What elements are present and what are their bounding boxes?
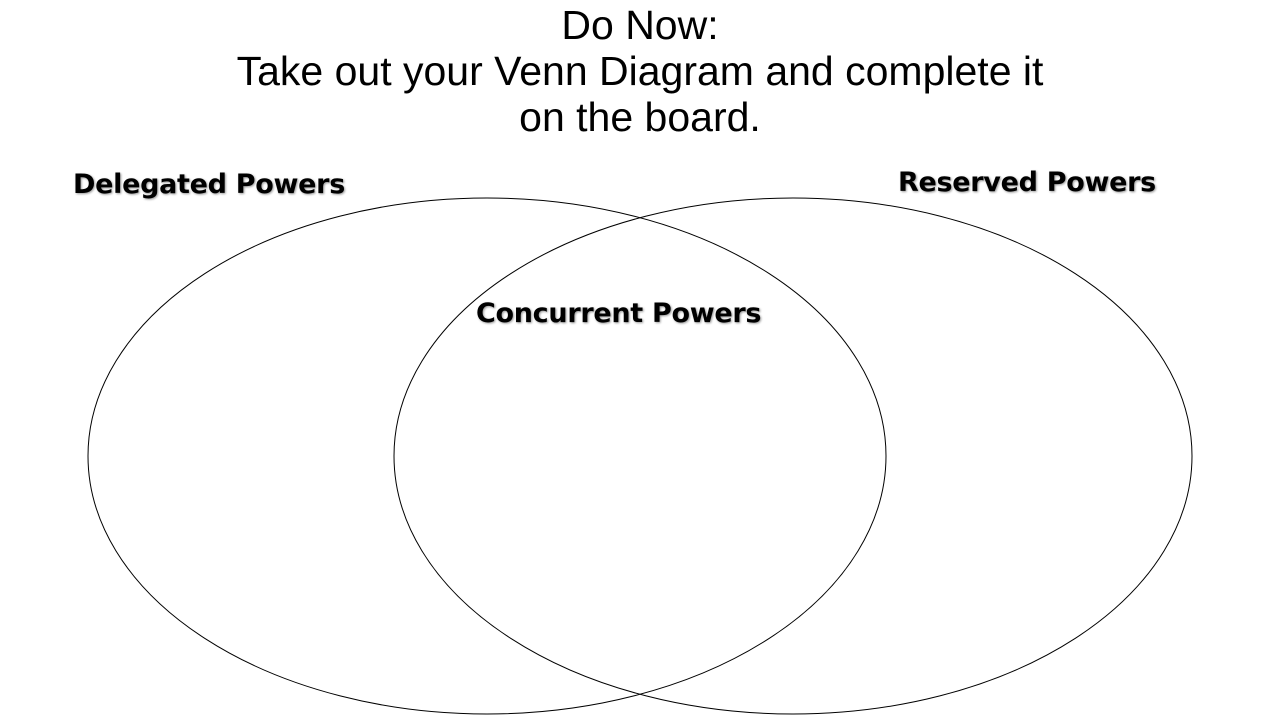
reserved-powers-label: Reserved Powers	[898, 167, 1156, 198]
title-line-2: Take out your Venn Diagram and complete …	[236, 48, 1044, 94]
title-line-1: Do Now:	[561, 2, 719, 48]
right-circle	[393, 197, 1193, 715]
left-circle	[87, 197, 887, 715]
slide-title: Do Now: Take out your Venn Diagram and c…	[0, 2, 1280, 140]
concurrent-powers-label: Concurrent Powers	[476, 298, 762, 329]
delegated-powers-label: Delegated Powers	[73, 169, 345, 200]
title-line-3: on the board.	[519, 94, 761, 140]
